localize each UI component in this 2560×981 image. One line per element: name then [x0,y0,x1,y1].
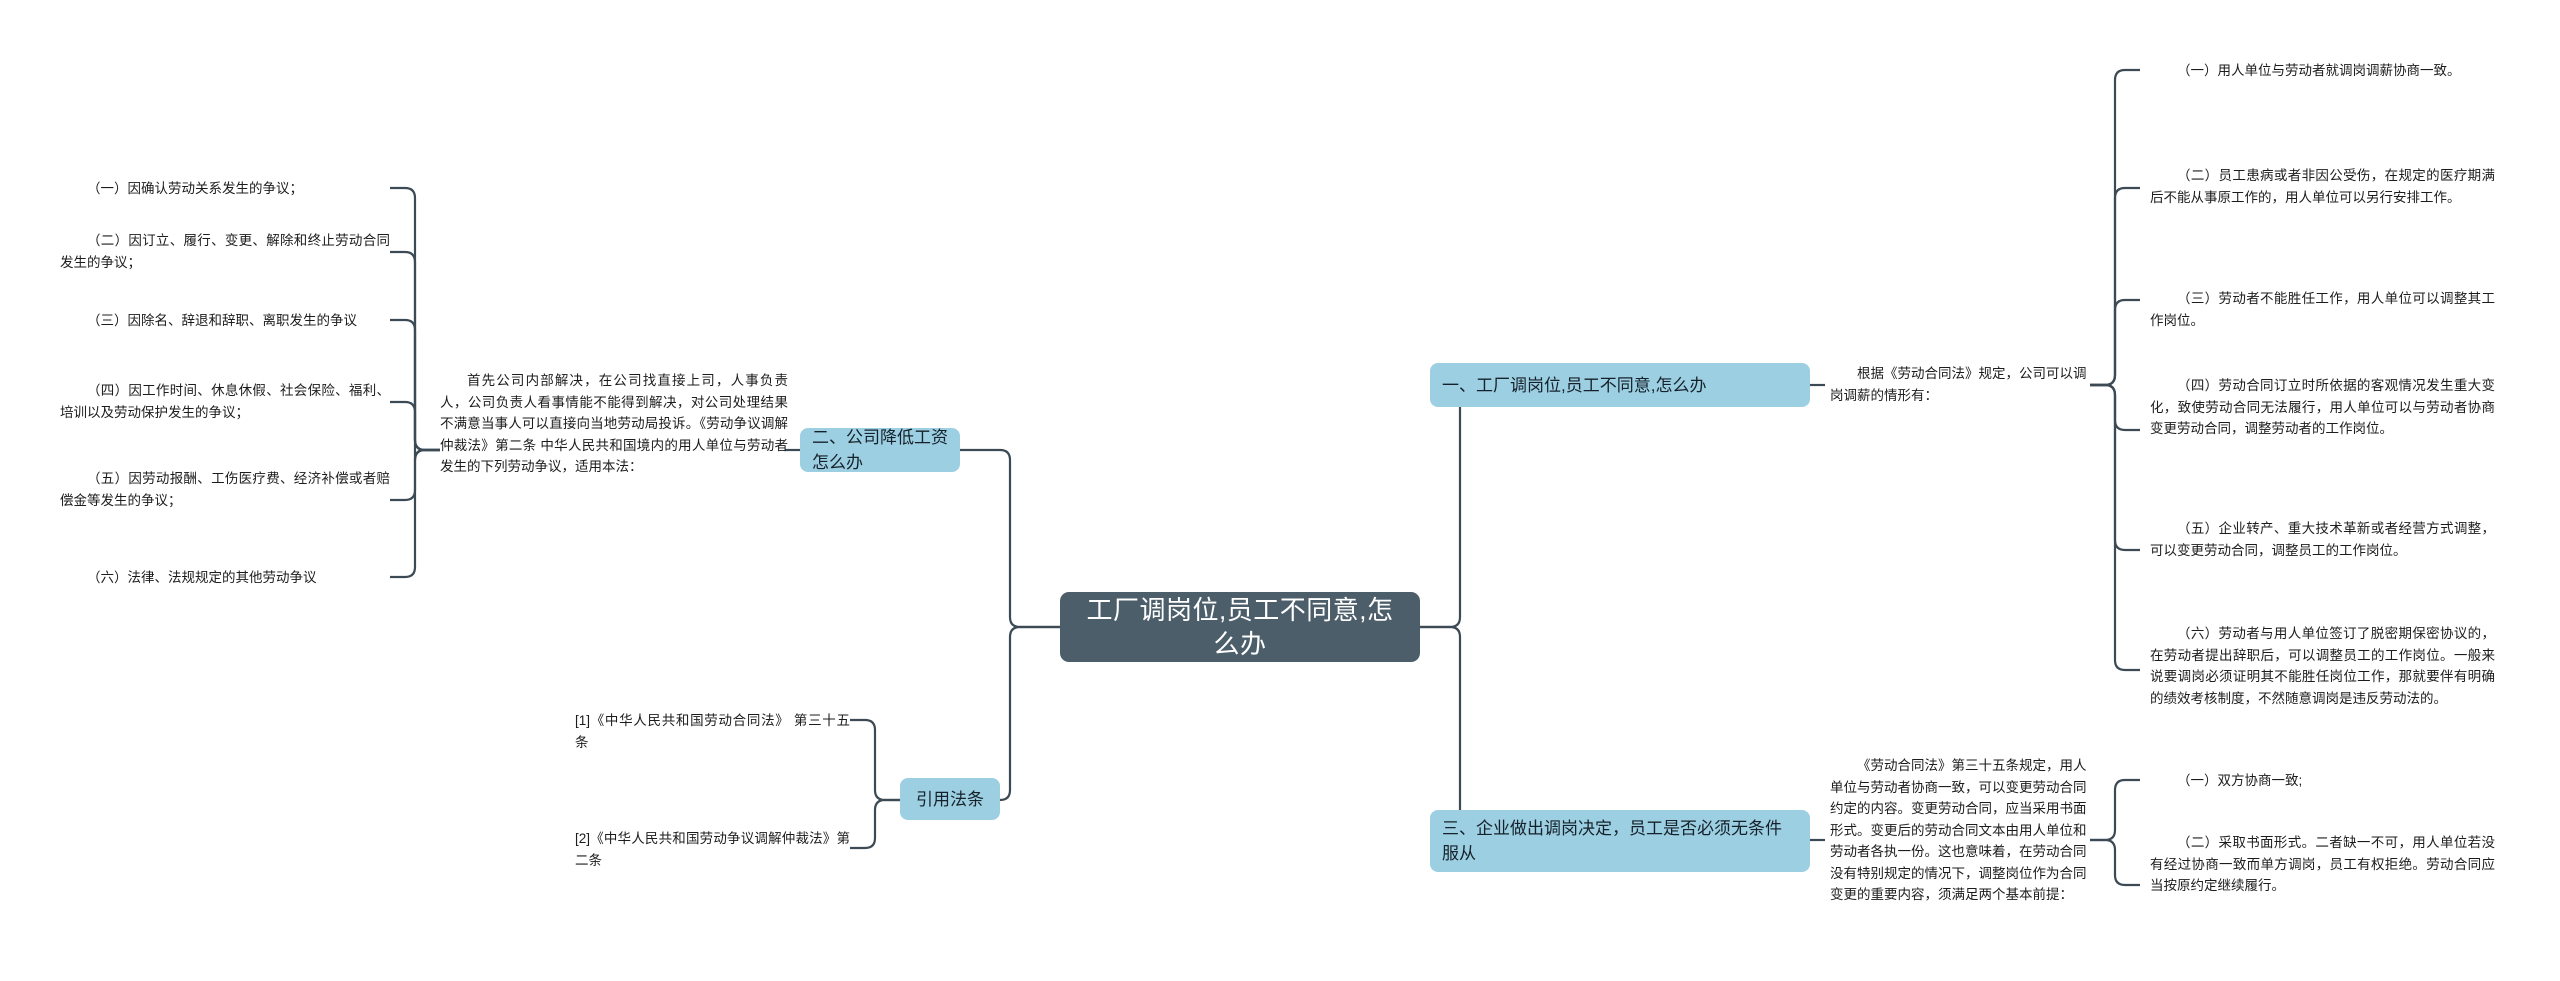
branch-node-1-label: 一、工厂调岗位,员工不同意,怎么办 [1442,375,1707,395]
b1-item-1-text: （一）用人单位与劳动者就调岗调薪协商一致。 [2177,63,2461,78]
b1-item-4-text: （四）劳动合同订立时所依据的客观情况发生重大变化，致使劳动合同无法履行，用人单位… [2150,378,2495,436]
b3-item-1-text: （一）双方协商一致; [2177,773,2303,788]
b1-item-1: （一）用人单位与劳动者就调岗调薪协商一致。 [2150,60,2495,82]
branch-node-1[interactable]: 一、工厂调岗位,员工不同意,怎么办 [1430,363,1810,407]
b1-item-5-text: （五）企业转产、重大技术革新或者经营方式调整，可以变更劳动合同，调整员工的工作岗… [2150,521,2495,558]
branch-node-3[interactable]: 三、企业做出调岗决定，员工是否必须无条件服从 [1430,810,1810,872]
law-item-1-text: [1]《中华人民共和国劳动合同法》 第三十五条 [575,713,850,750]
b2-item-4-text: （四）因工作时间、休息休假、社会保险、福利、培训以及劳动保护发生的争议； [60,383,390,420]
law-item-2-text: [2]《中华人民共和国劳动争议调解仲裁法》第二条 [575,831,850,868]
b2-item-6: （六）法律、法规规定的其他劳动争议 [60,567,390,589]
central-node[interactable]: 工厂调岗位,员工不同意,怎么办 [1060,592,1420,662]
branch-2-detail-body: 首先公司内部解决，在公司找直接上司，人事负责人，公司负责人看事情能不能得到解决，… [440,373,788,474]
b1-item-3: （三）劳动者不能胜任工作，用人单位可以调整其工作岗位。 [2150,288,2495,331]
branch-node-2[interactable]: 二、公司降低工资怎么办 [800,428,960,472]
branch-1-detail-body: 根据《劳动合同法》规定，公司可以调岗调薪的情形有： [1830,366,2087,403]
b2-item-4: （四）因工作时间、休息休假、社会保险、福利、培训以及劳动保护发生的争议； [60,380,390,423]
branch-node-law[interactable]: 引用法条 [900,778,1000,820]
b3-item-1: （一）双方协商一致; [2150,770,2495,792]
b1-item-3-text: （三）劳动者不能胜任工作，用人单位可以调整其工作岗位。 [2150,291,2495,328]
b3-item-2-text: （二）采取书面形式。二者缺一不可，用人单位若没有经过协商一致而单方调岗，员工有权… [2150,835,2495,893]
branch-node-3-label: 三、企业做出调岗决定，员工是否必须无条件服从 [1442,819,1782,863]
b1-item-6: （六）劳动者与用人单位签订了脱密期保密协议的，在劳动者提出辞职后，可以调整员工的… [2150,623,2495,709]
b2-item-3-text: （三）因除名、辞退和辞职、离职发生的争议 [87,313,357,328]
b1-item-2-text: （二）员工患病或者非因公受伤，在规定的医疗期满后不能从事原工作的，用人单位可以另… [2150,168,2495,205]
b1-item-4: （四）劳动合同订立时所依据的客观情况发生重大变化，致使劳动合同无法履行，用人单位… [2150,375,2495,440]
b2-item-5-text: （五）因劳动报酬、工伤医疗费、经济补偿或者赔偿金等发生的争议； [60,471,390,508]
branch-node-law-label: 引用法条 [916,789,984,809]
central-node-title: 工厂调岗位,员工不同意,怎么办 [1086,595,1394,659]
b3-item-2: （二）采取书面形式。二者缺一不可，用人单位若没有经过协商一致而单方调岗，员工有权… [2150,832,2495,897]
branch-2-detail-text: 首先公司内部解决，在公司找直接上司，人事负责人，公司负责人看事情能不能得到解决，… [440,370,788,478]
b2-item-1-text: （一）因确认劳动关系发生的争议； [87,181,303,196]
b2-item-2: （二）因订立、履行、变更、解除和终止劳动合同发生的争议； [60,230,390,273]
law-item-2: [2]《中华人民共和国劳动争议调解仲裁法》第二条 [575,828,850,871]
b1-item-6-text: （六）劳动者与用人单位签订了脱密期保密协议的，在劳动者提出辞职后，可以调整员工的… [2150,626,2495,706]
b1-item-5: （五）企业转产、重大技术革新或者经营方式调整，可以变更劳动合同，调整员工的工作岗… [2150,518,2495,561]
b2-item-1: （一）因确认劳动关系发生的争议； [60,178,390,200]
b2-item-6-text: （六）法律、法规规定的其他劳动争议 [87,570,317,585]
branch-3-detail-body: 《劳动合同法》第三十五条规定，用人单位与劳动者协商一致，可以变更劳动合同约定的内… [1830,758,2087,902]
b2-item-2-text: （二）因订立、履行、变更、解除和终止劳动合同发生的争议； [60,233,390,270]
law-item-1: [1]《中华人民共和国劳动合同法》 第三十五条 [575,710,850,753]
branch-3-detail-text: 《劳动合同法》第三十五条规定，用人单位与劳动者协商一致，可以变更劳动合同约定的内… [1830,755,2088,906]
b1-item-2: （二）员工患病或者非因公受伤，在规定的医疗期满后不能从事原工作的，用人单位可以另… [2150,165,2495,208]
b2-item-3: （三）因除名、辞退和辞职、离职发生的争议 [60,310,390,332]
b2-item-5: （五）因劳动报酬、工伤医疗费、经济补偿或者赔偿金等发生的争议； [60,468,390,511]
branch-node-2-label: 二、公司降低工资怎么办 [812,428,948,472]
branch-1-detail-text: 根据《劳动合同法》规定，公司可以调岗调薪的情形有： [1830,363,2088,406]
